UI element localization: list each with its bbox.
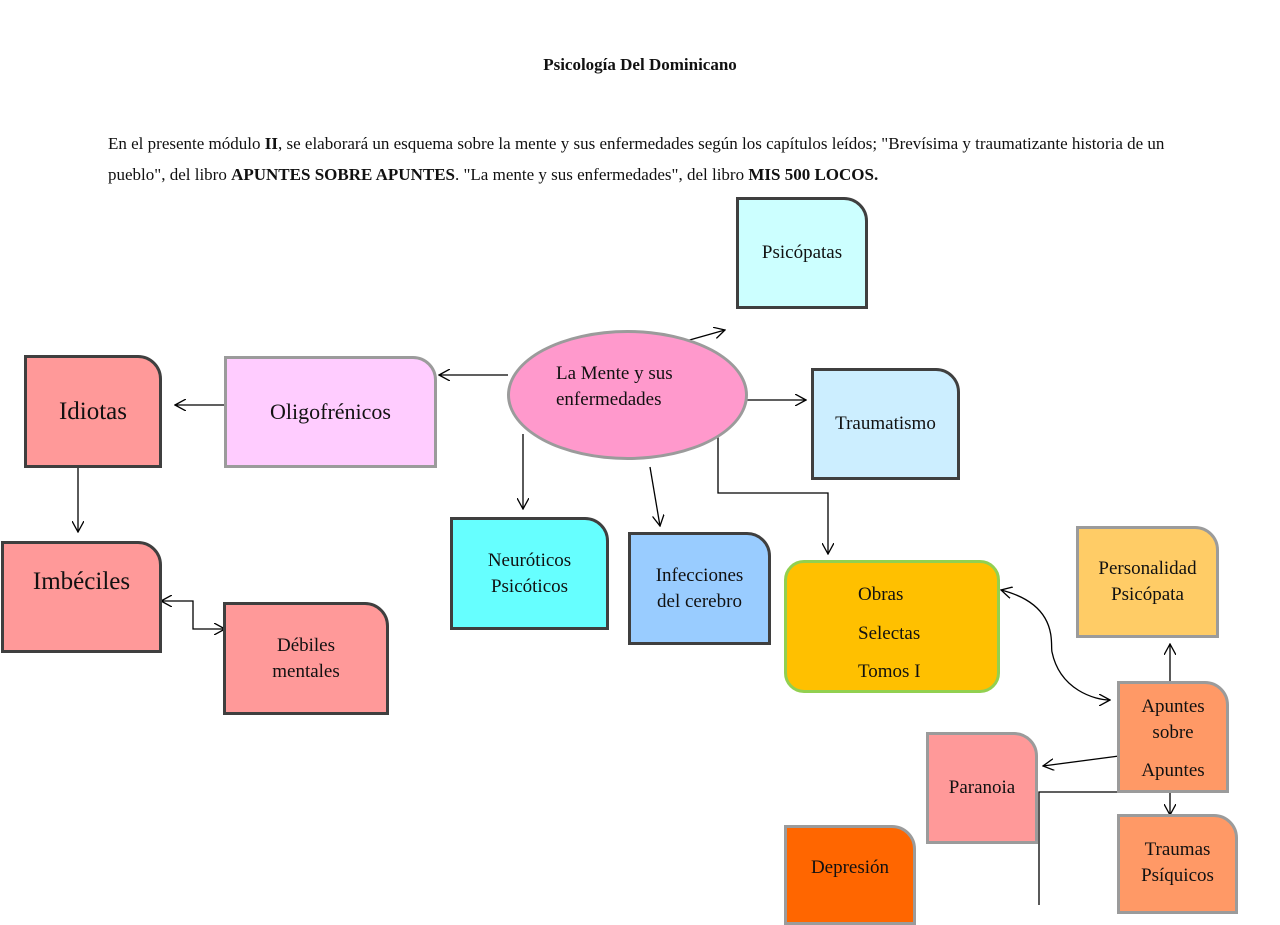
node-apuntes-line-1: Apuntes: [1141, 696, 1205, 717]
node-neuroticos-line-2: Psicóticos: [490, 575, 569, 597]
intro-book-2: MIS 500 LOCOS.: [748, 165, 879, 184]
center-line-1: La Mente y sus: [556, 363, 673, 384]
node-personalidad-psicopata: Personalidad Psicópata: [1076, 526, 1219, 638]
node-infecciones-cerebro: Infecciones del cerebro: [628, 532, 771, 645]
node-personalidad-line-2: Psicópata: [1111, 584, 1184, 605]
diagram-connectors: [0, 0, 1280, 905]
node-depresion: Depresión: [784, 825, 916, 925]
intro-book-1: APUNTES SOBRE APUNTES: [231, 165, 455, 184]
node-obras-line-3: Tomos I: [858, 661, 921, 682]
node-depresion-label: Depresión: [810, 857, 890, 878]
node-traumatismo: Traumatismo: [811, 368, 960, 480]
node-psicopatas-label: Psicópatas: [761, 242, 843, 263]
node-obras-line-1: Obras: [858, 584, 904, 605]
edge-apuntes-down: [1038, 791, 1142, 905]
node-oligofrenicos-label: Oligofrénicos: [270, 399, 391, 424]
node-debiles-mentales: Débiles mentales: [223, 602, 389, 715]
center-node-la-mente: La Mente y sus enfermedades: [507, 330, 748, 460]
node-debiles-line-2: mentales: [272, 660, 340, 682]
node-apuntes-line-3: Apuntes: [1141, 760, 1205, 781]
edge-obras-apuntes: [1001, 590, 1110, 700]
edge-center-psicopatas: [685, 330, 725, 342]
node-idiotas: Idiotas: [24, 355, 162, 468]
edge-center-obras: [717, 433, 828, 554]
node-neuroticos-psicoticos: Neuróticos Psicóticos: [450, 517, 609, 630]
edge-apuntes-paranoia: [1043, 755, 1120, 766]
node-imbeciles-label: Imbéciles: [32, 568, 131, 595]
edge-center-infecciones: [649, 466, 660, 526]
intro-text-1: En el presente módulo: [108, 134, 265, 153]
node-infecciones-line-2: del cerebro: [657, 590, 742, 612]
node-neuroticos-line-1: Neuróticos: [487, 549, 572, 571]
intro-paragraph: En el presente módulo II, se elaborará u…: [108, 128, 1188, 190]
node-apuntes-sobre-apuntes: Apuntes sobre Apuntes: [1117, 681, 1229, 793]
intro-text-3: . "La mente y sus enfermedades", del lib…: [454, 165, 749, 184]
node-oligofrenicos: Oligofrénicos: [224, 356, 437, 468]
intro-text-2: , se elaborará un esquema sobre la mente…: [108, 134, 1165, 184]
center-line-2: enfermedades: [556, 389, 662, 410]
node-traumatismo-label: Traumatismo: [835, 413, 936, 434]
node-personalidad-line-1: Personalidad: [1098, 558, 1197, 579]
node-obras-line-2: Selectas: [858, 622, 921, 644]
node-paranoia-label: Paranoia: [948, 777, 1016, 798]
node-imbeciles: Imbéciles: [1, 541, 162, 653]
node-obras-selectas: Obras Selectas Tomos I: [784, 560, 1000, 693]
edge-imbeciles-debiles: [161, 601, 225, 629]
node-traumas-line-2: Psíquicos: [1141, 865, 1214, 886]
node-debiles-line-1: Débiles: [276, 634, 336, 656]
document-title: Psicología Del Dominicano: [543, 55, 737, 74]
node-apuntes-line-2: sobre: [1152, 722, 1194, 743]
node-infecciones-line-1: Infecciones: [655, 564, 744, 586]
node-traumas-line-1: Traumas: [1144, 839, 1211, 860]
intro-module: II: [264, 134, 278, 153]
node-paranoia: Paranoia: [926, 732, 1038, 844]
node-idiotas-label: Idiotas: [58, 397, 128, 425]
node-traumas-psiquicos: Traumas Psíquicos: [1117, 814, 1238, 914]
node-psicopatas: Psicópatas: [736, 197, 868, 309]
